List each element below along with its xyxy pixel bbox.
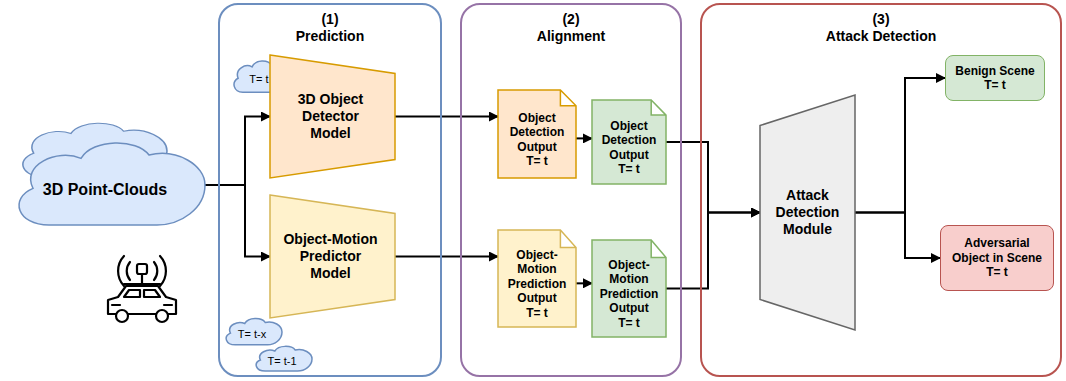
flow-arrow bbox=[854, 78, 946, 213]
text-block: Object Detection OutputT= t bbox=[596, 119, 662, 177]
text-block: Attack Detection Module bbox=[768, 187, 847, 237]
node-label: 3D Object Detector Model bbox=[280, 91, 381, 141]
headlight bbox=[112, 304, 120, 306]
node-label: Attack Detection Module bbox=[768, 187, 847, 237]
time-cloud-shape bbox=[256, 346, 312, 371]
flow-arrow bbox=[665, 213, 761, 289]
text-block: 3D Object Detector Model bbox=[280, 91, 381, 141]
output-document-shape bbox=[498, 90, 576, 178]
output-document: Object-Motion Prediction OutputT= t bbox=[498, 230, 576, 327]
sensor bbox=[137, 264, 147, 274]
node-label: T= t bbox=[596, 316, 662, 330]
flow-arrow bbox=[394, 116, 499, 118]
flow-arrow bbox=[854, 213, 941, 259]
flow-arrow bbox=[575, 282, 593, 284]
panel-title: Alignment bbox=[462, 28, 680, 45]
panel-header: (3)Attack Detection bbox=[702, 5, 1060, 45]
text-block: Adversarial Object in SceneT= t bbox=[946, 236, 1048, 279]
node-label: Object-Motion Predictor Model bbox=[280, 231, 381, 281]
text-block: Object-Motion Prediction OutputT= t bbox=[596, 258, 662, 330]
node-label: Object-Motion Prediction Output bbox=[502, 248, 572, 306]
node-label: T= t bbox=[946, 265, 1048, 279]
text-block: T= t-1 bbox=[258, 355, 306, 368]
result-box: Adversarial Object in SceneT= t bbox=[940, 225, 1054, 291]
panel-title: (3) bbox=[702, 11, 1060, 28]
node-label: T= t bbox=[502, 154, 572, 168]
time-cloud: T= t-x bbox=[222, 316, 282, 348]
node-label: T= t-1 bbox=[258, 355, 306, 368]
model-trapezoid: 3D Object Detector Model bbox=[270, 55, 395, 178]
text-block: Object-Motion Predictor Model bbox=[280, 231, 381, 281]
node-label: T= t bbox=[596, 162, 662, 176]
aligned-document-shape bbox=[592, 240, 666, 337]
car-icon bbox=[108, 256, 176, 322]
node-label: Object Detection Output bbox=[596, 119, 662, 162]
car-body bbox=[108, 286, 176, 314]
flow-arrow bbox=[575, 137, 593, 139]
node-label: T= t bbox=[502, 306, 572, 320]
time-cloud-shape bbox=[226, 319, 282, 345]
wheel bbox=[156, 310, 168, 322]
node-label: Benign Scene bbox=[951, 64, 1039, 78]
flow-arrow bbox=[394, 256, 499, 258]
flow-arrow bbox=[204, 185, 271, 257]
signal-wave bbox=[154, 262, 157, 280]
stage-panel: Attack Detection ModuleBenign SceneT= tA… bbox=[700, 3, 1062, 377]
car-windows bbox=[124, 290, 160, 297]
output-document: Object Detection OutputT= t bbox=[498, 90, 576, 178]
text-block: Object Detection OutputT= t bbox=[502, 111, 572, 169]
detector-trapezoid-shape bbox=[760, 95, 855, 330]
wheel bbox=[116, 310, 128, 322]
stage-panel: T= t3D Object Detector ModelObject-Motio… bbox=[218, 3, 442, 377]
text-block: 3D Point-Clouds bbox=[35, 180, 175, 199]
panel-title: (1) bbox=[220, 11, 440, 28]
signal-wave bbox=[118, 256, 124, 286]
node-label: Adversarial Object in Scene bbox=[946, 236, 1048, 265]
panel-title: Attack Detection bbox=[702, 28, 1060, 45]
roof-rack bbox=[124, 283, 160, 285]
result-box: Benign SceneT= t bbox=[945, 55, 1045, 101]
node-label: 3D Point-Clouds bbox=[35, 180, 175, 199]
text-block: Object-Motion Prediction OutputT= t bbox=[502, 248, 572, 320]
flow-arrow bbox=[665, 142, 761, 213]
panel-title: Prediction bbox=[220, 28, 440, 45]
model-trapezoid-shape bbox=[270, 55, 395, 178]
text-block: Benign SceneT= t bbox=[951, 64, 1039, 93]
node-label: T= t-x bbox=[228, 328, 276, 341]
flow-arrow bbox=[204, 117, 271, 186]
signal-wave bbox=[160, 256, 166, 286]
aligned-document: Object-Motion Prediction OutputT= t bbox=[592, 240, 666, 337]
aligned-document: Object Detection OutputT= t bbox=[592, 100, 666, 184]
input-cloud-shape bbox=[19, 143, 205, 225]
panel-header: (2)Alignment bbox=[462, 5, 680, 45]
signal-wave bbox=[127, 262, 130, 280]
node-label: Object Detection Output bbox=[502, 111, 572, 154]
stage-panel: Object Detection OutputT= tObject Detect… bbox=[460, 3, 682, 377]
model-trapezoid-shape bbox=[270, 195, 395, 318]
aligned-document-shape bbox=[592, 100, 666, 184]
node-label: Object-Motion Prediction Output bbox=[596, 258, 662, 316]
taillight bbox=[164, 304, 172, 306]
input-cloud: 3D Point-Clouds bbox=[5, 135, 205, 235]
detector-trapezoid: Attack Detection Module bbox=[760, 95, 855, 330]
output-document-shape bbox=[498, 230, 576, 327]
model-trapezoid: Object-Motion Predictor Model bbox=[270, 195, 395, 318]
panel-header: (1)Prediction bbox=[220, 5, 440, 45]
time-cloud: T= t-1 bbox=[252, 344, 312, 374]
text-block: T= t-x bbox=[228, 328, 276, 341]
sensor-pole bbox=[141, 274, 143, 284]
panel-title: (2) bbox=[462, 11, 680, 28]
node-label: T= t bbox=[951, 78, 1039, 92]
